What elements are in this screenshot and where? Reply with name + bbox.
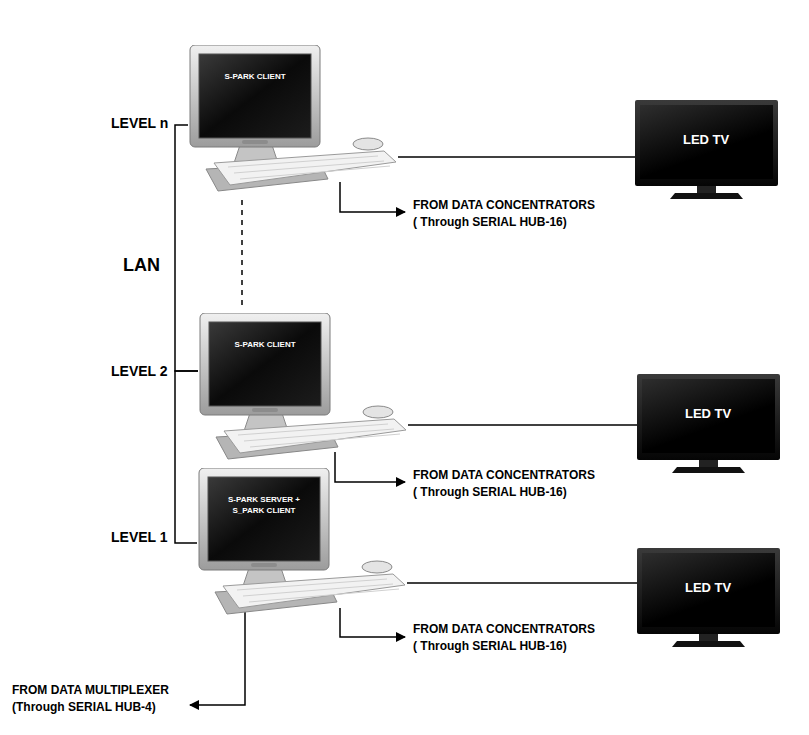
keyboard-keys — [228, 156, 390, 179]
input-note: ( Through SERIAL HUB-16) — [413, 215, 567, 229]
input-note: FROM DATA CONCENTRATORS — [413, 622, 595, 636]
keyboard — [214, 151, 396, 185]
tv-node: LED TV — [637, 548, 780, 648]
lan-line — [175, 125, 198, 371]
video-cable — [398, 156, 635, 158]
tv-foot — [672, 641, 745, 647]
tv-node: LED TV — [635, 100, 778, 200]
tv-neck — [697, 185, 716, 193]
mouse — [362, 561, 392, 573]
tv-foot — [670, 193, 743, 199]
monitor-bezel — [199, 468, 329, 570]
tv-label: LED TV — [685, 406, 731, 421]
screen-label: S-PARK CLIENT — [213, 339, 317, 350]
monitor-bezel — [190, 45, 320, 147]
keyboard — [224, 419, 406, 453]
computer-node: S-PARK SERVER + S_PARK CLIENT — [197, 468, 407, 618]
dashed-continuation — [241, 200, 243, 305]
monitor-screen — [199, 54, 311, 138]
tv-label: LED TV — [683, 132, 729, 147]
monitor-bezel — [200, 313, 330, 415]
input-note: ( Through SERIAL HUB-16) — [413, 639, 567, 653]
level-label: LEVEL 2 — [111, 363, 168, 379]
screen-label: S-PARK CLIENT — [203, 71, 307, 82]
input-note: FROM DATA MULTIPLEXER — [12, 683, 169, 697]
computer-node: S-PARK CLIENT — [188, 45, 398, 195]
input-arrow — [340, 182, 405, 212]
level-label: LEVEL n — [111, 115, 168, 131]
mouse — [363, 406, 393, 418]
level-label: LEVEL 1 — [111, 529, 168, 545]
keyboard — [223, 574, 405, 608]
video-cable — [407, 582, 637, 584]
input-arrow — [340, 608, 405, 637]
input-note: FROM DATA CONCENTRATORS — [413, 468, 595, 482]
tv-neck — [699, 633, 718, 641]
input-note: (Through SERIAL HUB-4) — [12, 700, 156, 714]
lan-line — [175, 371, 198, 543]
input-note: ( Through SERIAL HUB-16) — [413, 485, 567, 499]
video-cable — [408, 424, 637, 426]
computer-illustration — [197, 468, 407, 618]
network-label: LAN — [123, 255, 160, 275]
tv-neck — [699, 459, 718, 467]
monitor-buttons — [252, 408, 278, 412]
input-arrow — [190, 612, 245, 705]
screen-label: S-PARK SERVER + S_PARK CLIENT — [212, 494, 316, 516]
monitor-buttons — [251, 563, 277, 567]
monitor-screen — [209, 322, 321, 406]
computer-node: S-PARK CLIENT — [198, 313, 408, 463]
monitor-buttons — [242, 140, 268, 144]
input-note: FROM DATA CONCENTRATORS — [413, 198, 595, 212]
monitor-screen — [208, 477, 320, 561]
keyboard-keys — [237, 579, 399, 602]
tv-foot — [672, 467, 745, 473]
computer-illustration — [198, 313, 408, 463]
computer-illustration — [188, 45, 398, 195]
tv-node: LED TV — [637, 374, 780, 474]
tv-label: LED TV — [685, 580, 731, 595]
input-arrow — [335, 452, 405, 482]
mouse — [353, 138, 383, 150]
keyboard-keys — [238, 424, 400, 447]
